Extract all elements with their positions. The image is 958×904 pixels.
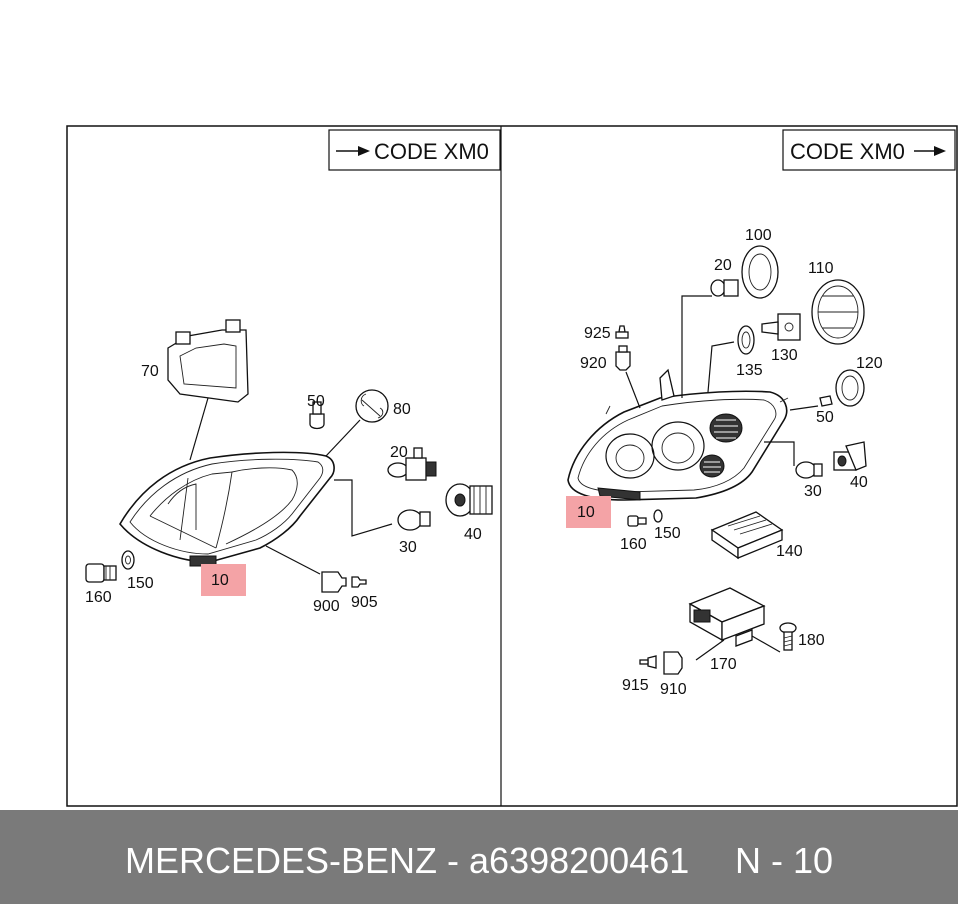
label-20-right: 20	[714, 257, 732, 274]
diagram-frame	[66, 125, 958, 807]
left-code-box	[328, 129, 501, 171]
callout-10-right-highlight	[566, 496, 611, 528]
part-30-bulb-left	[397, 509, 431, 531]
part-130-bulb-right	[761, 313, 801, 341]
part-40-socket-right	[833, 441, 867, 471]
leader-70	[189, 397, 209, 461]
callout-10-left-highlight	[201, 564, 246, 596]
leader-920-right	[625, 371, 641, 409]
leader-bulbs-left	[334, 479, 393, 537]
footer-brand-part-number: MERCEDES-BENZ - a6398200461	[125, 840, 690, 881]
label-160-right: 160	[620, 536, 647, 553]
part-10-headlamp-right	[567, 368, 789, 501]
part-50-bulb-right	[819, 395, 833, 407]
part-50-bulb-left	[309, 401, 325, 430]
right-code-box	[782, 129, 956, 171]
label-925-right: 925	[584, 325, 611, 342]
part-925-screw-right	[615, 325, 629, 339]
part-80-wrench-cap	[355, 389, 389, 423]
part-20-bulb-left	[387, 447, 437, 481]
right-arrow-icon	[336, 146, 370, 156]
label-170-right: 170	[710, 656, 737, 673]
label-180-right: 180	[798, 632, 825, 649]
label-30-left: 30	[399, 539, 417, 556]
part-120-ring-right	[835, 369, 865, 407]
right-panel: CODE XM0	[566, 129, 956, 698]
label-130-right: 130	[771, 347, 798, 364]
label-40-right: 40	[850, 474, 868, 491]
label-915-right: 915	[622, 677, 649, 694]
part-170-ballast-right	[688, 587, 766, 647]
left-code-label: CODE XM0	[374, 139, 489, 164]
label-10-right: 10	[577, 504, 595, 521]
leader-80	[325, 419, 361, 457]
label-905-left: 905	[351, 594, 378, 611]
left-panel: CODE XM0	[85, 129, 501, 615]
right-code-label: CODE XM0	[790, 139, 905, 164]
leader-135-right	[707, 341, 735, 393]
leader-180-right	[751, 635, 781, 653]
label-110-right: 110	[808, 260, 834, 277]
label-100-right: 100	[745, 227, 772, 244]
label-70-left: 70	[141, 363, 159, 380]
label-30-right: 30	[804, 483, 822, 500]
part-135-ring-right	[737, 325, 755, 355]
label-140-right: 140	[776, 543, 803, 560]
part-900-clip-left	[321, 571, 347, 593]
right-arrow-icon	[914, 146, 946, 156]
footer-reference: N - 10	[735, 840, 834, 881]
part-140-module-right	[710, 511, 784, 560]
part-160-bolt-right	[627, 515, 647, 527]
part-110-cover-right	[811, 279, 865, 345]
label-920-right: 920	[580, 355, 607, 372]
label-150-right: 150	[654, 525, 681, 542]
part-100-ring-right	[741, 245, 779, 299]
footer-bar: MERCEDES-BENZ - a6398200461 N - 10	[0, 810, 958, 904]
part-30-bulb-right	[795, 461, 823, 479]
leader-50-right	[789, 405, 819, 411]
part-150-washer-right	[653, 509, 663, 523]
part-150-washer-left	[121, 550, 135, 570]
label-150-left: 150	[127, 575, 154, 592]
part-180-screw-right	[779, 622, 797, 651]
part-10-headlamp-left	[119, 451, 335, 567]
label-910-right: 910	[660, 681, 687, 698]
label-135-right: 135	[736, 362, 763, 379]
part-70-bracket	[167, 319, 249, 403]
part-20-bulb-right	[710, 279, 739, 297]
part-40-socket-left	[445, 483, 493, 517]
label-50-left: 50	[307, 393, 325, 410]
label-10-left: 10	[211, 572, 229, 589]
label-40-left: 40	[464, 526, 482, 543]
part-905-screw-left	[351, 576, 367, 588]
label-20-left: 20	[390, 444, 408, 461]
part-910-clip-right	[663, 651, 683, 675]
part-920-clip-right	[615, 345, 631, 371]
label-50-right: 50	[816, 409, 834, 426]
label-160-left: 160	[85, 589, 112, 606]
label-900-left: 900	[313, 598, 340, 615]
label-80-left: 80	[393, 401, 411, 418]
part-915-screw-right	[639, 655, 657, 669]
leader-170-right	[695, 639, 725, 661]
leader-bulbs-right	[764, 441, 795, 466]
part-160-bolt-left	[85, 563, 117, 583]
leader-10-left	[265, 545, 321, 575]
label-120-right: 120	[856, 355, 883, 372]
leader-20-right	[681, 295, 712, 398]
